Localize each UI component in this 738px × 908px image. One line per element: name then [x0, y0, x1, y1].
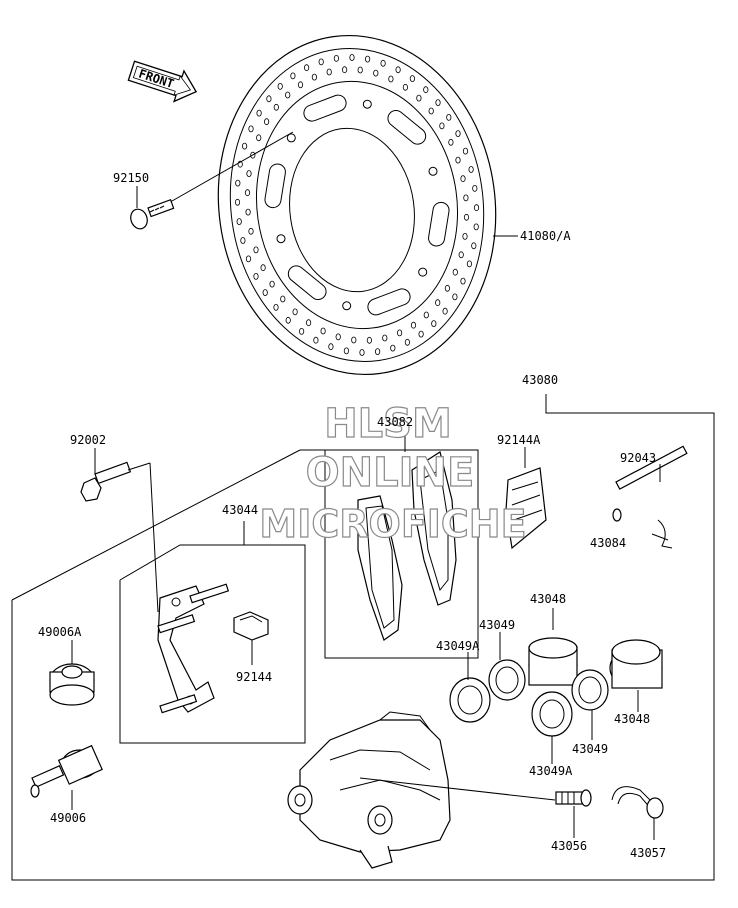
- seal-43049-lower[interactable]: [571, 669, 609, 711]
- label-43080: 43080: [522, 373, 558, 387]
- seal-43049A-lower[interactable]: [531, 691, 573, 737]
- label-92144: 92144: [236, 670, 272, 684]
- label-43082: 43082: [377, 415, 413, 429]
- bolt-92002[interactable]: [80, 461, 159, 613]
- label-43048-upper: 43048: [530, 592, 566, 606]
- brake-pad-inner[interactable]: [357, 495, 403, 641]
- pad-spring-92144A[interactable]: [505, 467, 547, 550]
- label-43057: 43057: [630, 846, 666, 860]
- bleeder-cap-49006A[interactable]: [49, 663, 95, 706]
- pad-set-frame: [300, 449, 479, 659]
- label-43049A-lower: 43049A: [529, 764, 573, 778]
- svg-text:MICROFICHE: MICROFICHE: [259, 502, 526, 546]
- svg-text:ONLINE: ONLINE: [306, 450, 475, 496]
- label-43056: 43056: [551, 839, 587, 853]
- label-92150: 92150: [113, 171, 149, 185]
- brake-pad-outer[interactable]: [411, 451, 457, 606]
- label-43084: 43084: [590, 536, 626, 550]
- svg-text:HLSM: HLSM: [324, 401, 452, 447]
- label-43049-lower: 43049: [572, 742, 608, 756]
- seal-43049A-upper[interactable]: [449, 677, 491, 723]
- seal-43049-upper[interactable]: [488, 659, 526, 701]
- label-92043: 92043: [620, 451, 656, 465]
- label-92144A: 92144A: [497, 433, 541, 447]
- front-arrow-icon: FRONT: [127, 60, 198, 103]
- pad-pin-92043[interactable]: [612, 445, 688, 522]
- caliper-body[interactable]: [287, 711, 556, 869]
- watermark: HLSM ONLINE MICROFICHE: [259, 400, 527, 546]
- label-49006: 49006: [50, 811, 86, 825]
- label-92002: 92002: [70, 433, 106, 447]
- label-43048-lower: 43048: [614, 712, 650, 726]
- banjo-bolt-43056[interactable]: [555, 789, 592, 807]
- clip-92144[interactable]: [233, 611, 269, 641]
- label-43049-upper: 43049: [479, 618, 515, 632]
- bleeder-valve-49006[interactable]: [30, 744, 103, 798]
- label-49006A: 49006A: [38, 625, 82, 639]
- caliper-assembly-frame: [11, 394, 715, 881]
- hose-fitting-43057[interactable]: [611, 786, 664, 819]
- disc-bolt-92150[interactable]: [128, 131, 294, 231]
- label-41080A: 41080/A: [520, 229, 571, 243]
- caliper-bracket-43044[interactable]: [157, 583, 230, 714]
- label-43044: 43044: [222, 503, 258, 517]
- bracket-frame: [119, 544, 306, 744]
- pin-clip-43084[interactable]: [651, 519, 673, 549]
- piston-43048-upper[interactable]: [528, 637, 578, 686]
- brake-disc-41080A[interactable]: [197, 17, 518, 392]
- label-43049A-upper: 43049A: [436, 639, 480, 653]
- piston-43048-lower[interactable]: [609, 639, 663, 689]
